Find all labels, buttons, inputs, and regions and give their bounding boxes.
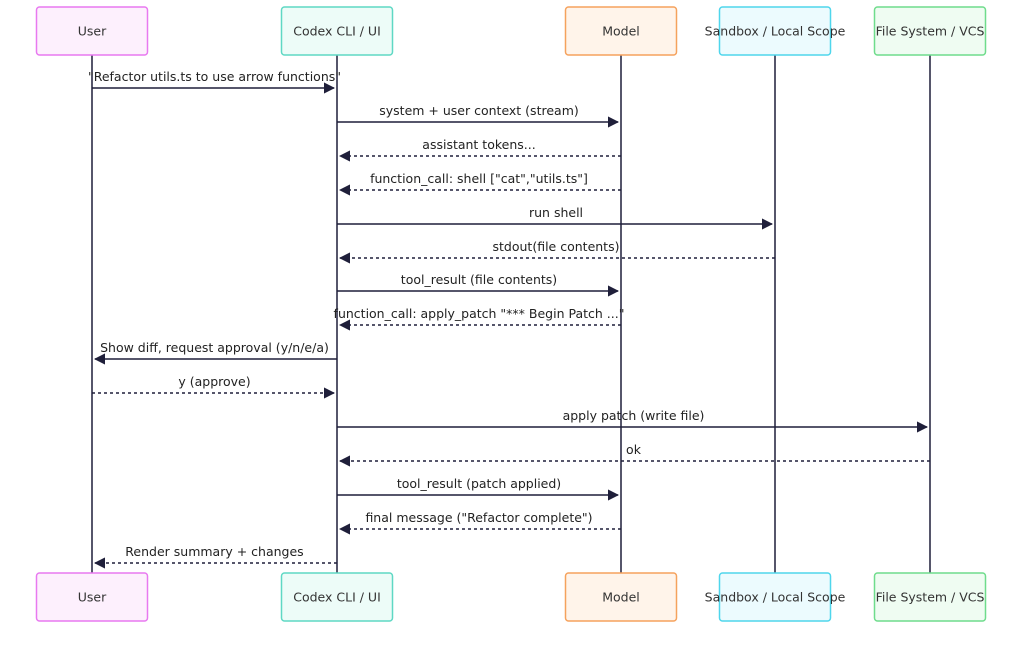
- actor-label: Sandbox / Local Scope: [705, 24, 846, 39]
- message-11: apply patch (write file): [337, 408, 929, 433]
- actor-sandbox-top: Sandbox / Local Scope: [705, 6, 846, 56]
- actor-box: [718, 6, 832, 56]
- actor-box: [718, 572, 832, 622]
- message-12: ok: [338, 442, 930, 467]
- actor-user-bottom: User: [35, 572, 149, 622]
- message-6: stdout(file contents): [338, 239, 775, 264]
- actor-box: [564, 6, 678, 56]
- message-2: system + user context (stream): [337, 103, 620, 128]
- actor-label: Model: [602, 24, 640, 39]
- message-label: apply patch (write file): [563, 408, 705, 423]
- actor-cli-top: Codex CLI / UI: [280, 6, 394, 56]
- message-label: ok: [626, 442, 642, 457]
- message-label: Render summary + changes: [125, 544, 303, 559]
- message-label: Show diff, request approval (y/n/e/a): [100, 340, 329, 355]
- actor-box: [280, 6, 394, 56]
- actor-model-bottom: Model: [564, 572, 678, 622]
- message-15: Render summary + changes: [93, 544, 337, 569]
- actor-box: [564, 572, 678, 622]
- message-label: final message ("Refactor complete"): [365, 510, 592, 525]
- message-1: "Refactor utils.ts to use arrow function…: [88, 69, 341, 94]
- actor-model-top: Model: [564, 6, 678, 56]
- actor-box: [35, 572, 149, 622]
- message-label: tool_result (file contents): [401, 272, 557, 287]
- actor-box: [35, 6, 149, 56]
- message-8: function_call: apply_patch "*** Begin Pa…: [334, 306, 625, 331]
- message-label: function_call: apply_patch "*** Begin Pa…: [334, 306, 625, 321]
- actor-fs-bottom: File System / VCS: [873, 572, 987, 622]
- actor-box: [280, 572, 394, 622]
- message-13: tool_result (patch applied): [337, 476, 620, 501]
- actor-fs-top: File System / VCS: [873, 6, 987, 56]
- actor-label: Codex CLI / UI: [293, 24, 381, 39]
- actor-label: Sandbox / Local Scope: [705, 590, 846, 605]
- actor-box: [873, 572, 987, 622]
- actor-label: File System / VCS: [876, 24, 985, 39]
- message-label: assistant tokens...: [422, 137, 535, 152]
- actor-label: User: [78, 590, 107, 605]
- message-label: y (approve): [178, 374, 250, 389]
- message-9: Show diff, request approval (y/n/e/a): [93, 340, 337, 365]
- message-label: run shell: [529, 205, 583, 220]
- message-label: stdout(file contents): [493, 239, 620, 254]
- message-label: "Refactor utils.ts to use arrow function…: [88, 69, 341, 84]
- actor-user-top: User: [35, 6, 149, 56]
- message-10: y (approve): [92, 374, 336, 399]
- actor-label: Model: [602, 590, 640, 605]
- message-7: tool_result (file contents): [337, 272, 620, 297]
- message-label: function_call: shell ["cat","utils.ts"]: [370, 171, 588, 186]
- actor-label: File System / VCS: [876, 590, 985, 605]
- message-5: run shell: [337, 205, 774, 230]
- message-14: final message ("Refactor complete"): [338, 510, 621, 535]
- message-4: function_call: shell ["cat","utils.ts"]: [338, 171, 621, 196]
- message-label: tool_result (patch applied): [397, 476, 561, 491]
- actor-cli-bottom: Codex CLI / UI: [280, 572, 394, 622]
- actor-box: [873, 6, 987, 56]
- message-3: assistant tokens...: [338, 137, 621, 162]
- actor-label: User: [78, 24, 107, 39]
- message-label: system + user context (stream): [379, 103, 579, 118]
- actor-sandbox-bottom: Sandbox / Local Scope: [705, 572, 846, 622]
- actor-label: Codex CLI / UI: [293, 590, 381, 605]
